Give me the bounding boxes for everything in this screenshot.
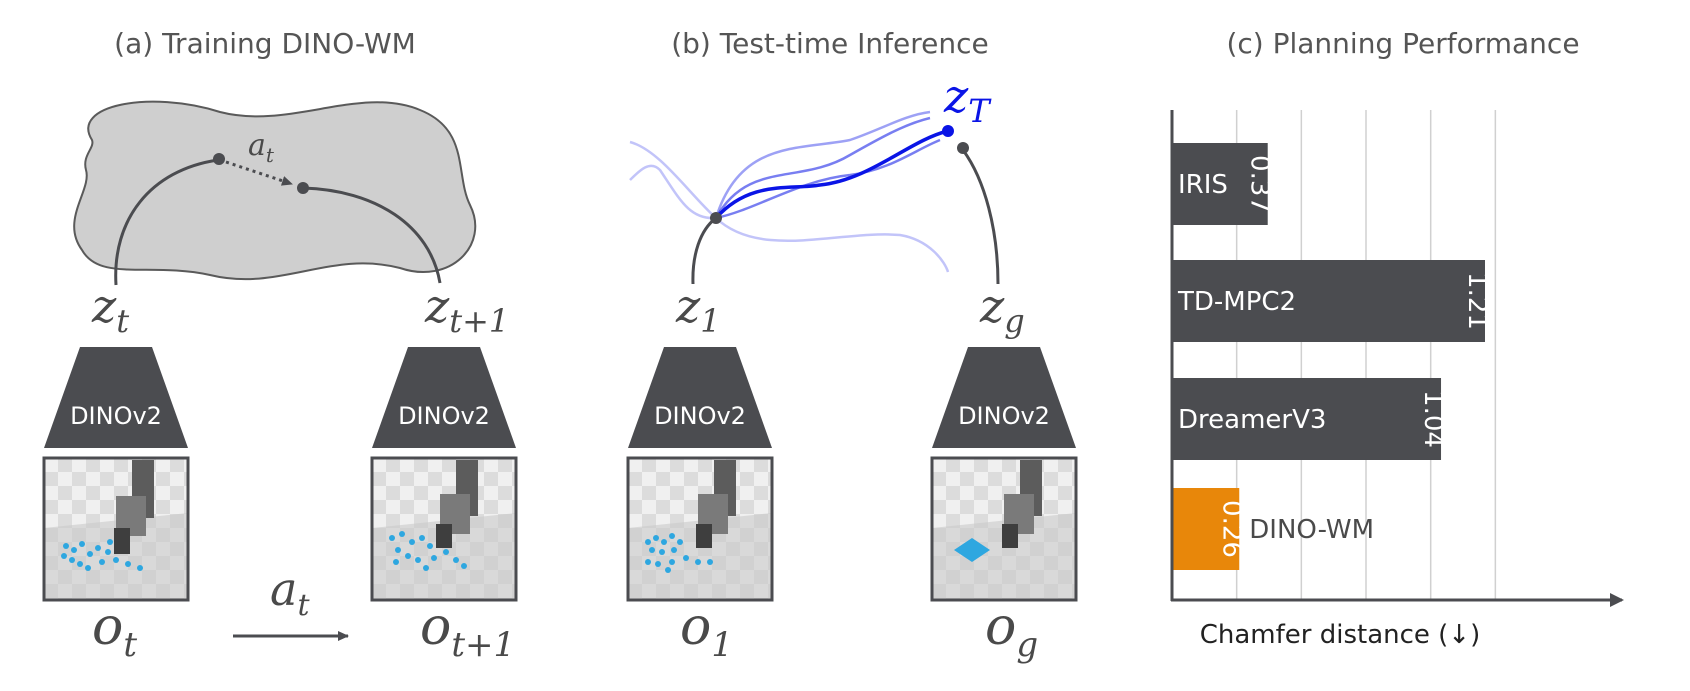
latent-point-zg <box>957 142 969 154</box>
o-1-label: o1 <box>680 597 733 665</box>
z-t1-label: zt+1 <box>424 279 509 340</box>
bar-category-label: DreamerV3 <box>1178 405 1326 435</box>
bar-dino-wm <box>1172 488 1240 570</box>
observation-image-o-1 <box>626 456 774 602</box>
action-label: at <box>270 562 310 623</box>
o-t-label: ot <box>92 597 137 665</box>
bar-iris <box>1172 143 1268 225</box>
panel-b: zT z1 zg DINOv2 DINOv2 <box>626 69 1078 665</box>
encoder-a-right: DINOv2 <box>372 347 516 448</box>
encoder-label: DINOv2 <box>70 402 162 430</box>
bar-category-label: IRIS <box>1178 170 1228 200</box>
particles <box>389 531 467 571</box>
panel-a: at zt zt+1 DINOv2 DINOv2 <box>42 100 518 665</box>
trajectory-z1 <box>691 216 717 285</box>
encoder-a-left: DINOv2 <box>44 347 188 448</box>
o-g-label: og <box>985 597 1038 665</box>
z-t-label: zt <box>91 279 129 340</box>
trajectory-zg <box>961 149 1000 285</box>
bar-value-label: 1.04 <box>1418 390 1448 448</box>
encoder-b-left: DINOv2 <box>628 347 772 448</box>
observation-image-o-t1 <box>370 456 518 602</box>
bar-value-label: 1.21 <box>1462 272 1492 330</box>
encoder-label: DINOv2 <box>654 402 746 430</box>
latent-action-label: at <box>248 128 275 167</box>
z-g-label: zg <box>979 279 1025 340</box>
candidate-trajectories <box>629 110 950 273</box>
latent-point-t1 <box>297 182 309 194</box>
bar-value-label: 0.37 <box>1245 155 1275 213</box>
x-axis-label: Chamfer distance (↓) <box>1200 620 1481 650</box>
bar-dreamerv3 <box>1172 378 1442 460</box>
particles <box>645 533 713 573</box>
particles <box>61 539 143 571</box>
observation-image-o-t <box>42 456 190 602</box>
bar-value-label: 0.26 <box>1216 500 1246 558</box>
z-1-label: z1 <box>675 279 721 340</box>
latent-point-zT <box>942 125 954 137</box>
particle-square-goal <box>954 538 990 562</box>
panel-b-title: (b) Test-time Inference <box>671 27 989 60</box>
x-axis-arrowhead <box>1610 593 1624 607</box>
observation-image-o-g <box>930 456 1078 602</box>
bar-td-mpc2 <box>1172 260 1485 342</box>
trajectory-out <box>302 186 442 284</box>
panel-a-title: (a) Training DINO-WM <box>114 27 416 60</box>
z-T-label: zT <box>943 69 992 130</box>
latent-space-cloud <box>73 100 477 281</box>
latent-point-t <box>213 153 225 165</box>
bar-category-label: DINO-WM <box>1249 515 1374 545</box>
o-t1-label: ot+1 <box>420 597 515 665</box>
encoder-label: DINOv2 <box>398 402 490 430</box>
encoder-b-right: DINOv2 <box>932 347 1076 448</box>
bar-category-label: TD-MPC2 <box>1177 287 1296 317</box>
panel-c-title: (c) Planning Performance <box>1226 27 1579 60</box>
trajectory-in <box>114 158 219 286</box>
action-arrow-dotted <box>225 160 293 186</box>
encoder-label: DINOv2 <box>958 402 1050 430</box>
latent-point-z1 <box>710 212 722 224</box>
